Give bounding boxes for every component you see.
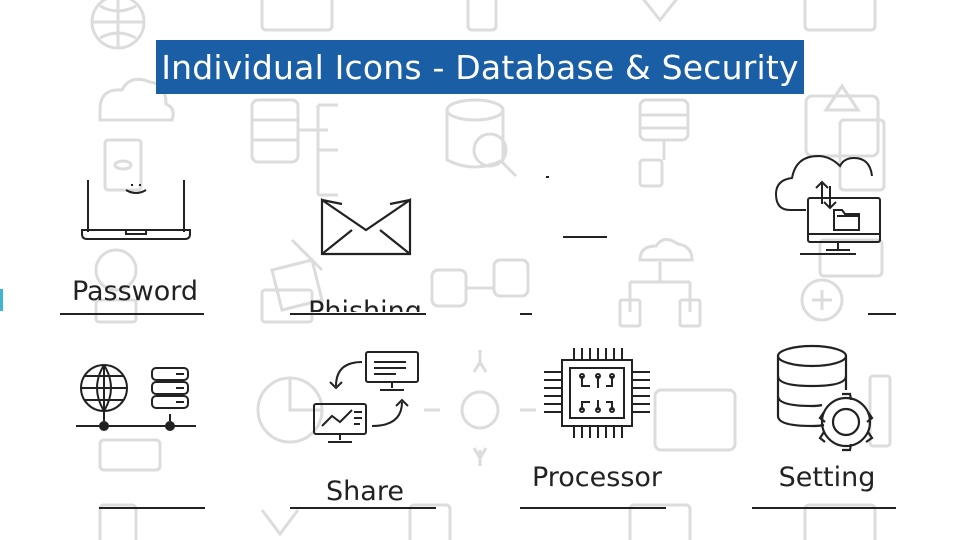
share-label: Share	[326, 476, 404, 507]
processor-chip-icon	[544, 348, 650, 438]
phishing-label-clip: Phishing	[292, 292, 438, 312]
edge-accent-bar	[0, 289, 3, 311]
slot3-top-line	[563, 236, 607, 238]
title-banner: Individual Icons - Database & Security	[156, 40, 804, 94]
slot3-dot	[546, 176, 549, 178]
computers-share-icon	[313, 351, 419, 443]
cloud-monitor-underline	[868, 313, 896, 315]
phishing-underline	[290, 313, 426, 315]
slot3-underline	[520, 313, 532, 315]
setting-underline	[752, 507, 896, 509]
password-label: Password	[71, 276, 199, 307]
phishing-label: Phishing	[308, 296, 422, 312]
setting-label: Setting	[778, 462, 876, 493]
cloud-monitor-icon	[774, 154, 881, 255]
globe-database-underline	[99, 507, 205, 509]
database-gear-icon	[776, 344, 874, 452]
processor-label: Processor	[531, 462, 663, 493]
laptop-icon	[81, 180, 191, 240]
share-underline	[290, 507, 436, 509]
envelope-icon	[320, 197, 412, 256]
processor-underline	[520, 507, 666, 509]
globe-database-icon	[76, 364, 196, 431]
slide-title: Individual Icons - Database & Security	[161, 47, 799, 87]
password-underline	[60, 313, 204, 315]
